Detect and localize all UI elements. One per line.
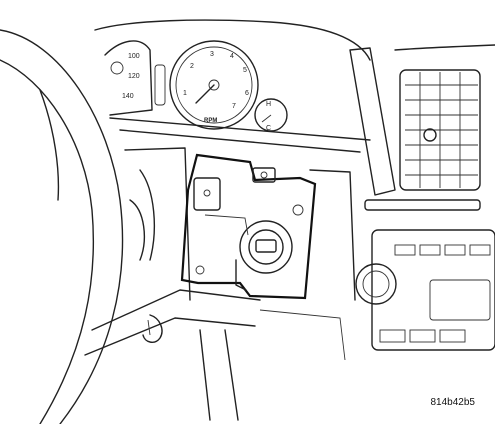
rpm-unit-label: RPM bbox=[204, 118, 217, 124]
instrument-cluster bbox=[94, 19, 371, 153]
gauge-label-c: C bbox=[266, 125, 271, 132]
ignition-switch-module bbox=[180, 153, 317, 300]
rpm-label-3: 3 bbox=[210, 51, 214, 58]
figure-code: 814b42b5 bbox=[430, 397, 476, 408]
shift-lever bbox=[142, 314, 163, 343]
tachometer: 1 2 3 4 5 6 7 RPM bbox=[169, 40, 259, 130]
center-stack bbox=[349, 44, 495, 351]
rpm-label-5: 5 bbox=[243, 67, 247, 74]
steering-wheel bbox=[0, 29, 261, 424]
fuel-gauge: H C bbox=[254, 98, 288, 132]
gauge-label-h: H bbox=[266, 101, 271, 108]
lower-dash bbox=[124, 147, 356, 421]
speed-label-120: 120 bbox=[128, 73, 140, 80]
speedometer: 100 120 140 bbox=[104, 40, 166, 116]
rpm-label-7: 7 bbox=[232, 103, 236, 110]
rpm-label-6: 6 bbox=[245, 90, 249, 97]
rpm-label-4: 4 bbox=[230, 53, 234, 60]
speed-label-100: 100 bbox=[128, 53, 140, 60]
speed-label-140: 140 bbox=[122, 93, 134, 100]
rpm-label-2: 2 bbox=[190, 63, 194, 70]
rpm-label-1: 1 bbox=[183, 90, 187, 97]
